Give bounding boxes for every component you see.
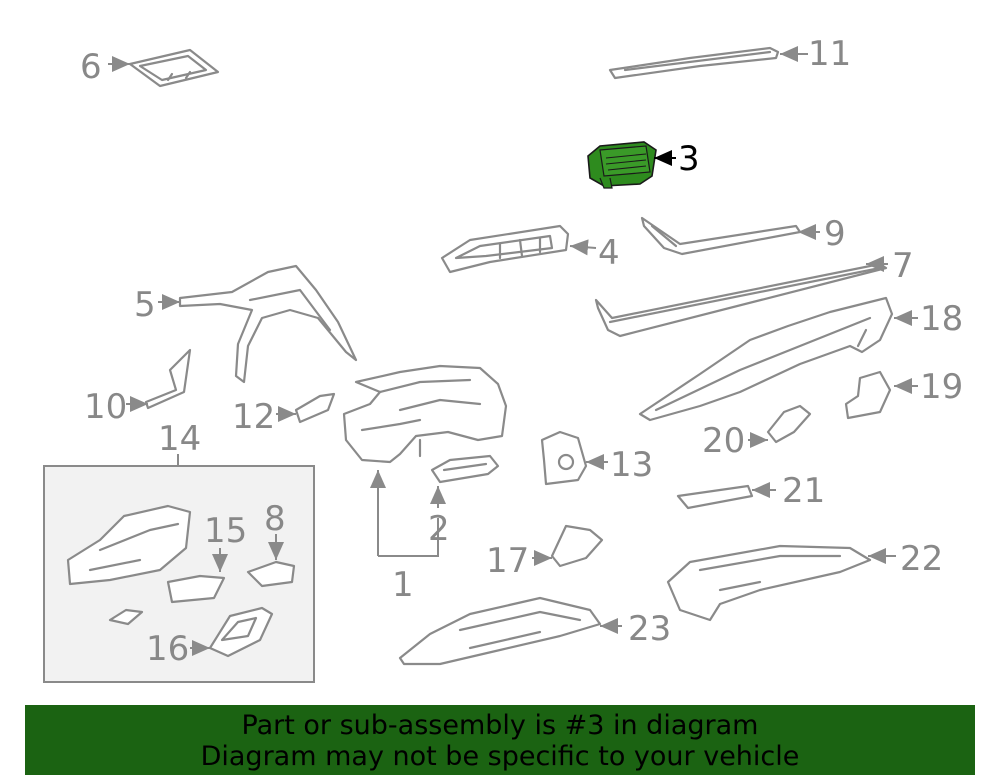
part-5-large-trim[interactable]: [178, 264, 358, 384]
banner-line-2: Diagram may not be specific to your vehi…: [200, 741, 800, 772]
callout-18: 18: [920, 299, 963, 339]
callout-10: 10: [84, 387, 127, 427]
part-18-dash-panel[interactable]: [638, 296, 894, 422]
part-13-bracket[interactable]: [540, 430, 588, 486]
callout-6: 6: [80, 47, 102, 87]
callout-14: 14: [158, 419, 201, 459]
callout-12: 12: [232, 397, 275, 437]
callout-5: 5: [134, 285, 156, 325]
callout-15: 15: [204, 511, 247, 551]
part-14-glovebox-frame[interactable]: [66, 504, 192, 586]
part-16-glovebox-door[interactable]: [208, 606, 274, 658]
callout-17: 17: [486, 541, 529, 581]
callout-7: 7: [892, 246, 914, 286]
callout-21: 21: [782, 471, 825, 511]
part-4-vent-bezel[interactable]: [440, 224, 570, 274]
part-6-tray[interactable]: [128, 48, 220, 88]
part-14-clip[interactable]: [108, 608, 144, 626]
callout-13: 13: [610, 445, 653, 485]
callout-19: 19: [920, 367, 963, 407]
part-10-bracket[interactable]: [144, 348, 192, 410]
callout-2: 2: [428, 509, 450, 549]
part-22-console[interactable]: [666, 544, 872, 622]
part-11-strip[interactable]: [608, 46, 780, 80]
part-21-strip[interactable]: [676, 484, 754, 510]
parts-diagram: 6 11 3 4 9 7 18 5 19 10 12 14 20 13 21 8…: [43, 34, 963, 683]
callout-20: 20: [702, 421, 745, 461]
part-23-lower-panel[interactable]: [398, 596, 602, 666]
callout-3: 3: [678, 139, 700, 179]
part-3-vent-highlighted[interactable]: [587, 141, 657, 189]
callout-4: 4: [598, 233, 620, 273]
callout-8: 8: [264, 499, 286, 539]
part-9-trim-strip[interactable]: [640, 216, 802, 256]
callout-16: 16: [146, 629, 189, 669]
part-7-molding[interactable]: [594, 262, 888, 338]
part-1-center-frame[interactable]: [342, 364, 508, 464]
callout-9: 9: [824, 214, 846, 254]
banner-line-1: Part or sub-assembly is #3 in diagram: [241, 710, 759, 741]
callout-22: 22: [900, 539, 943, 579]
part-8-trim[interactable]: [246, 560, 296, 588]
part-2-duct[interactable]: [430, 454, 500, 484]
callout-23: 23: [628, 609, 671, 649]
part-20-bracket[interactable]: [766, 404, 812, 444]
info-banner: Part or sub-assembly is #3 in diagram Di…: [25, 705, 975, 775]
part-15-handle[interactable]: [166, 574, 226, 604]
callout-11: 11: [808, 34, 851, 74]
callout-1: 1: [392, 565, 414, 605]
part-19-bracket[interactable]: [844, 370, 892, 420]
part-12-clip[interactable]: [294, 392, 336, 424]
part-17-bracket[interactable]: [550, 524, 604, 568]
